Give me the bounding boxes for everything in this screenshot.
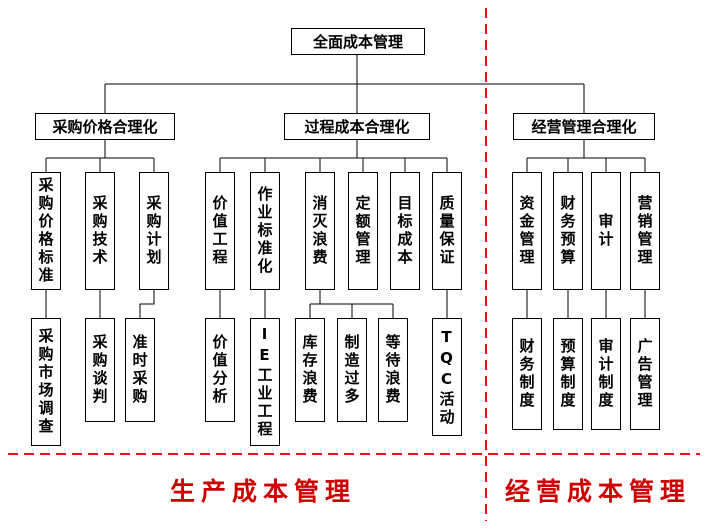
node-funds-management: 资金管理 [512, 172, 542, 290]
node-procurement-negotiation: 采购谈判 [85, 318, 115, 422]
node-inventory-waste: 库存浪费 [295, 318, 325, 422]
node-quota-management: 定额管理 [348, 172, 378, 290]
node-total-cost-management: 全面成本管理 [291, 28, 425, 55]
node-procurement-price-standard: 采购价格标准 [31, 172, 61, 290]
node-overproduction: 制造过多 [337, 318, 367, 422]
node-procurement-plan: 采购计划 [139, 172, 169, 290]
node-procurement-price-rationalization: 采购价格合理化 [35, 113, 175, 140]
node-financial-system: 财务制度 [512, 318, 542, 430]
node-quality-assurance: 质量保证 [432, 172, 462, 290]
node-procurement-market-survey: 采购市场调查 [31, 318, 61, 446]
node-work-standardization: 作业标准化 [250, 172, 280, 290]
node-operation-management-rationalization: 经营管理合理化 [513, 113, 655, 140]
node-advertising-management: 广告管理 [630, 318, 660, 430]
node-waiting-waste: 等待浪费 [378, 318, 408, 422]
node-procurement-technique: 采购技术 [85, 172, 115, 290]
node-marketing-management: 营销管理 [630, 172, 660, 290]
node-budget-system: 预算制度 [553, 318, 583, 430]
footer-label-operating-cost-management: 经营成本管理 [505, 477, 692, 506]
node-audit: 审计 [591, 172, 621, 290]
footer-label-production-cost-management: 生产成本管理 [170, 477, 357, 506]
node-value-engineering: 价值工程 [205, 172, 235, 290]
node-tqc-activity: TQC活动 [432, 318, 462, 436]
node-financial-budget: 财务预算 [553, 172, 583, 290]
node-eliminate-waste: 消灭浪费 [305, 172, 335, 290]
node-target-cost: 目标成本 [390, 172, 420, 290]
node-value-analysis: 价值分析 [205, 318, 235, 422]
node-just-in-time-procurement: 准时采购 [125, 318, 155, 422]
node-process-cost-rationalization: 过程成本合理化 [284, 113, 430, 140]
node-ie-industrial-engineering: IE工业工程 [250, 318, 280, 446]
node-audit-system: 审计制度 [591, 318, 621, 430]
